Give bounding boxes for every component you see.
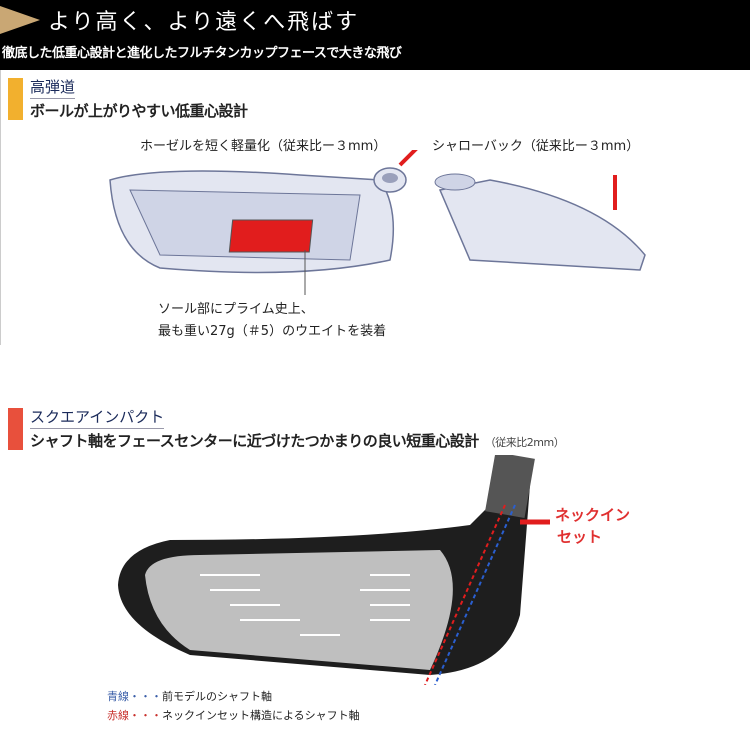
legend-text: 前モデルのシャフト軸 [162,690,272,703]
section-title: スクエアインパクト [30,406,165,429]
section-title: 高弾道 [30,76,76,99]
label-sole-1: ソール部にプライム史上、 [158,302,314,317]
page-subtitle: 徹底した低重心設計と進化したフルチタンカップフェースで大きな飛び [2,46,402,61]
legend-red-line: 赤線・・・ネックインセット構造によるシャフト軸 [107,707,360,723]
sole-view-diagram [109,150,418,295]
divider [0,70,1,345]
section-accent-bar [8,408,23,450]
subtitle-text: シャフト軸をフェースセンターに近づけたつかまりの良い短重心設計 [30,432,479,450]
header-banner: より高く、より遠くへ飛ばす 徹底した低重心設計と進化したフルチタンカップフェース… [0,0,750,70]
section-subtitle: ボールが上がりやすい低重心設計 [30,102,248,120]
legend-blue-line: 青線・・・前モデルのシャフト軸 [107,688,272,704]
section-subtitle: シャフト軸をフェースセンターに近づけたつかまりの良い短重心設計 （従来比2mm） [30,430,565,451]
label-hosel: ホーゼルを短く軽量化（従来比ー３mm） [140,139,387,154]
club-face-image [118,455,550,685]
section-accent-bar [8,78,23,120]
legend-key: 青線 [107,690,129,703]
legend-dots: ・・・ [129,690,162,703]
neck-label-2: セット [557,528,603,546]
label-sole-2: 最も重い27g（＃5）のウエイトを装着 [158,324,387,339]
club-head-diagrams [109,150,646,295]
neck-label-1: ネックイン [555,506,631,524]
label-shallow-back: シャローバック（従来比ー３mm） [432,139,640,154]
legend-key: 赤線 [107,709,129,722]
arrow-icon [0,6,40,34]
neck-inset-label: ネックインセット [555,504,630,548]
side-view-diagram [434,173,646,271]
page-title: より高く、より遠くへ飛ばす [48,10,360,35]
legend-text: ネックインセット構造によるシャフト軸 [162,709,360,722]
subtitle-note: （従来比2mm） [484,436,565,449]
legend-dots: ・・・ [129,709,162,722]
